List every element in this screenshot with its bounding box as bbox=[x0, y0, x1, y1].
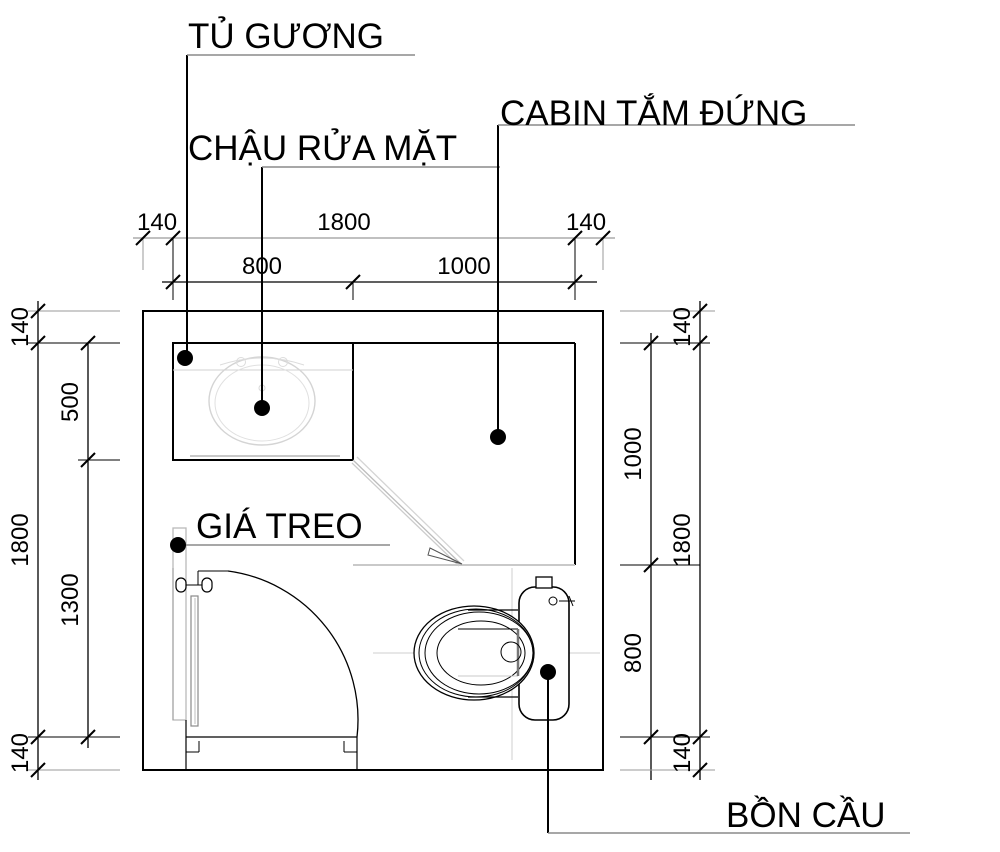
dimension-top bbox=[133, 230, 615, 300]
toilet-fixture bbox=[373, 568, 600, 760]
dim-right-inner-top: 1000 bbox=[620, 427, 647, 480]
dim-right-inner-bottom: 800 bbox=[620, 633, 647, 673]
marker-dot-toilet bbox=[540, 664, 556, 680]
marker-dot-mirror-cabinet bbox=[177, 350, 193, 366]
dim-top-inner-left: 800 bbox=[242, 253, 282, 280]
room-walls bbox=[142, 310, 604, 771]
callout-cabin-tam-dung: CABIN TẮM ĐỨNG bbox=[500, 93, 807, 133]
dim-top-outer-left: 140 bbox=[137, 209, 177, 236]
marker-dot-towel-rail bbox=[170, 537, 186, 553]
dim-top-inner-right: 1000 bbox=[437, 253, 490, 280]
dim-left-outer-bottom: 140 bbox=[7, 733, 34, 773]
shower-cabin bbox=[351, 342, 576, 567]
dim-right-outer-mid: 1800 bbox=[669, 513, 696, 566]
marker-dot-shower-cabin bbox=[490, 429, 506, 445]
callout-chau-rua-mat: CHẬU RỬA MẶT bbox=[188, 128, 457, 168]
entry-door bbox=[172, 527, 359, 770]
dim-right-outer-top: 140 bbox=[669, 307, 696, 347]
dim-left-outer-mid: 1800 bbox=[7, 513, 34, 566]
callout-leaders bbox=[170, 54, 910, 834]
callout-tu-guong: TỦ GƯƠNG bbox=[188, 16, 384, 56]
dim-right-outer-bottom: 140 bbox=[669, 733, 696, 773]
dimension-left bbox=[28, 301, 120, 780]
dim-left-inner-bottom: 1300 bbox=[57, 573, 84, 626]
dim-top-outer-mid: 1800 bbox=[317, 209, 370, 236]
dim-top-outer-right: 140 bbox=[566, 209, 606, 236]
marker-dot-washbasin bbox=[254, 400, 270, 416]
callout-bon-cau: BỒN CẦU bbox=[726, 795, 885, 835]
callout-gia-treo: GIÁ TREO bbox=[196, 507, 363, 546]
dim-left-outer-top: 140 bbox=[7, 307, 34, 347]
dim-left-inner-top: 500 bbox=[57, 382, 84, 422]
dimension-right bbox=[620, 301, 715, 780]
